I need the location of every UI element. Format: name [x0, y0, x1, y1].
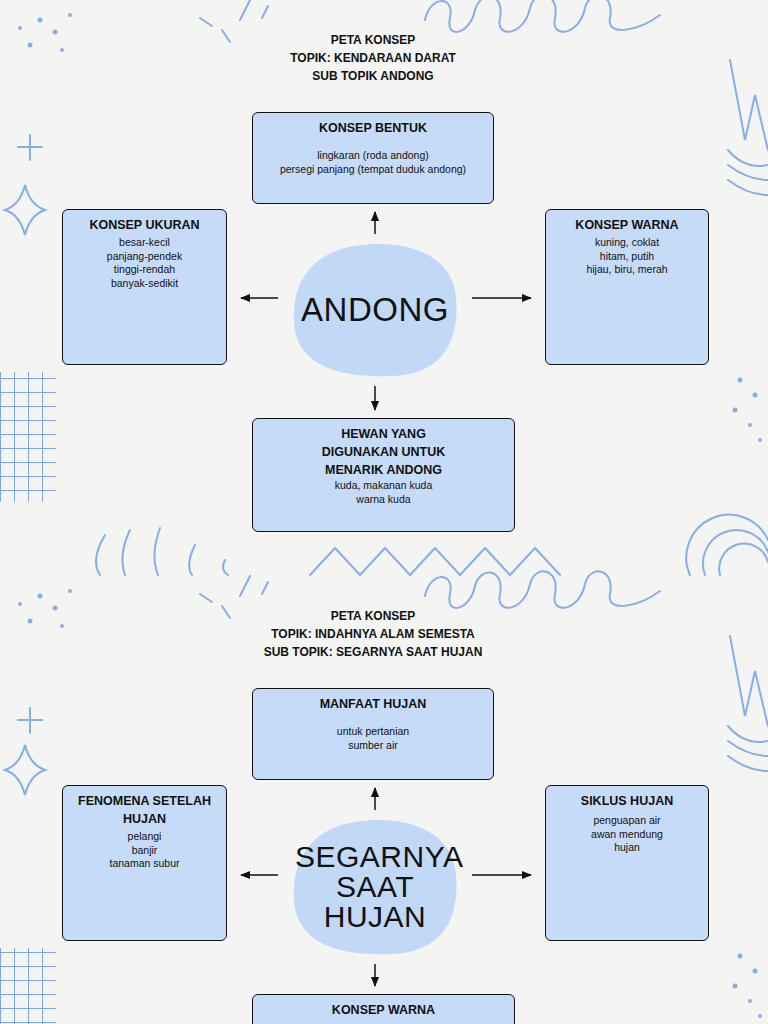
- box-item: awan mendung: [554, 828, 700, 842]
- central-topic: SEGARNYA SAAT HUJAN: [292, 818, 458, 956]
- box-item: sumber air: [261, 739, 485, 753]
- box-heading: KONSEP WARNA: [261, 1001, 506, 1019]
- box-item: kuning, coklat: [554, 236, 700, 250]
- concept-box: KONSEP BENTUK lingkaran (roda andong)pers…: [252, 112, 494, 204]
- box-heading: KONSEP BENTUK: [261, 119, 485, 137]
- box-item: persegi panjang (tempat duduk andong): [261, 163, 485, 177]
- box-item: kuda, makanan kuda: [261, 479, 506, 493]
- box-item: lingkaran (roda andong): [261, 149, 485, 163]
- concept-box: KONSEP WARNA kuning, coklathitam, putihhi…: [545, 209, 709, 365]
- arrow-connector: [472, 297, 531, 299]
- box-item: banjir: [71, 844, 218, 858]
- arrow-connector: [374, 212, 376, 234]
- map-title: SUB TOPIK: SEGARNYA SAAT HUJAN: [264, 645, 483, 660]
- map-title: PETA KONSEP: [331, 609, 416, 624]
- arrow-connector: [472, 874, 531, 876]
- concept-box: FENOMENA SETELAH HUJAN pelangibanjirtanam…: [62, 785, 227, 941]
- arrow-connector: [241, 297, 278, 299]
- arrow-connector: [374, 386, 376, 410]
- box-item: panjang-pendek: [71, 250, 218, 264]
- map-title: TOPIK: INDAHNYA ALAM SEMESTA: [271, 627, 475, 642]
- concept-box: HEWAN YANG DIGUNAKAN UNTUK MENARIK ANDON…: [252, 418, 515, 532]
- map-title: PETA KONSEP: [331, 33, 416, 48]
- box-heading: HEWAN YANG DIGUNAKAN UNTUK MENARIK ANDON…: [314, 425, 454, 479]
- concept-box: KONSEP UKURAN besar-kecilpanjang-pendekti…: [62, 209, 227, 365]
- box-item: tanaman subur: [71, 857, 218, 871]
- box-item: hijau, biru, merah: [554, 263, 700, 277]
- box-heading: KONSEP WARNA: [554, 216, 700, 234]
- arrow-connector: [374, 964, 376, 986]
- arrow-connector: [241, 874, 278, 876]
- topic-text: SEGARNYA SAAT HUJAN: [295, 842, 455, 932]
- box-item: untuk pertanian: [261, 725, 485, 739]
- box-item: besar-kecil: [71, 236, 218, 250]
- box-item: warna kuda: [261, 493, 506, 507]
- box-heading: SIKLUS HUJAN: [554, 792, 700, 810]
- concept-box: KONSEP WARNA: [252, 994, 515, 1024]
- box-heading: MANFAAT HUJAN: [261, 695, 485, 713]
- box-item: banyak-sedikit: [71, 277, 218, 291]
- concept-box: SIKLUS HUJAN penguapan airawan mendunghuj…: [545, 785, 709, 941]
- box-heading: FENOMENA SETELAH HUJAN: [72, 792, 217, 828]
- box-item: hujan: [554, 841, 700, 855]
- box-item: hitam, putih: [554, 250, 700, 264]
- box-heading: KONSEP UKURAN: [71, 216, 218, 234]
- map-title: SUB TOPIK ANDONG: [312, 69, 433, 84]
- box-item: pelangi: [71, 830, 218, 844]
- box-item: penguapan air: [554, 814, 700, 828]
- topic-text: ANDONG: [301, 295, 449, 325]
- central-topic: ANDONG: [292, 242, 458, 378]
- box-item: tinggi-rendah: [71, 263, 218, 277]
- arrow-connector: [374, 788, 376, 810]
- map-title: TOPIK: KENDARAAN DARAT: [290, 51, 456, 66]
- concept-box: MANFAAT HUJAN untuk pertaniansumber air: [252, 688, 494, 780]
